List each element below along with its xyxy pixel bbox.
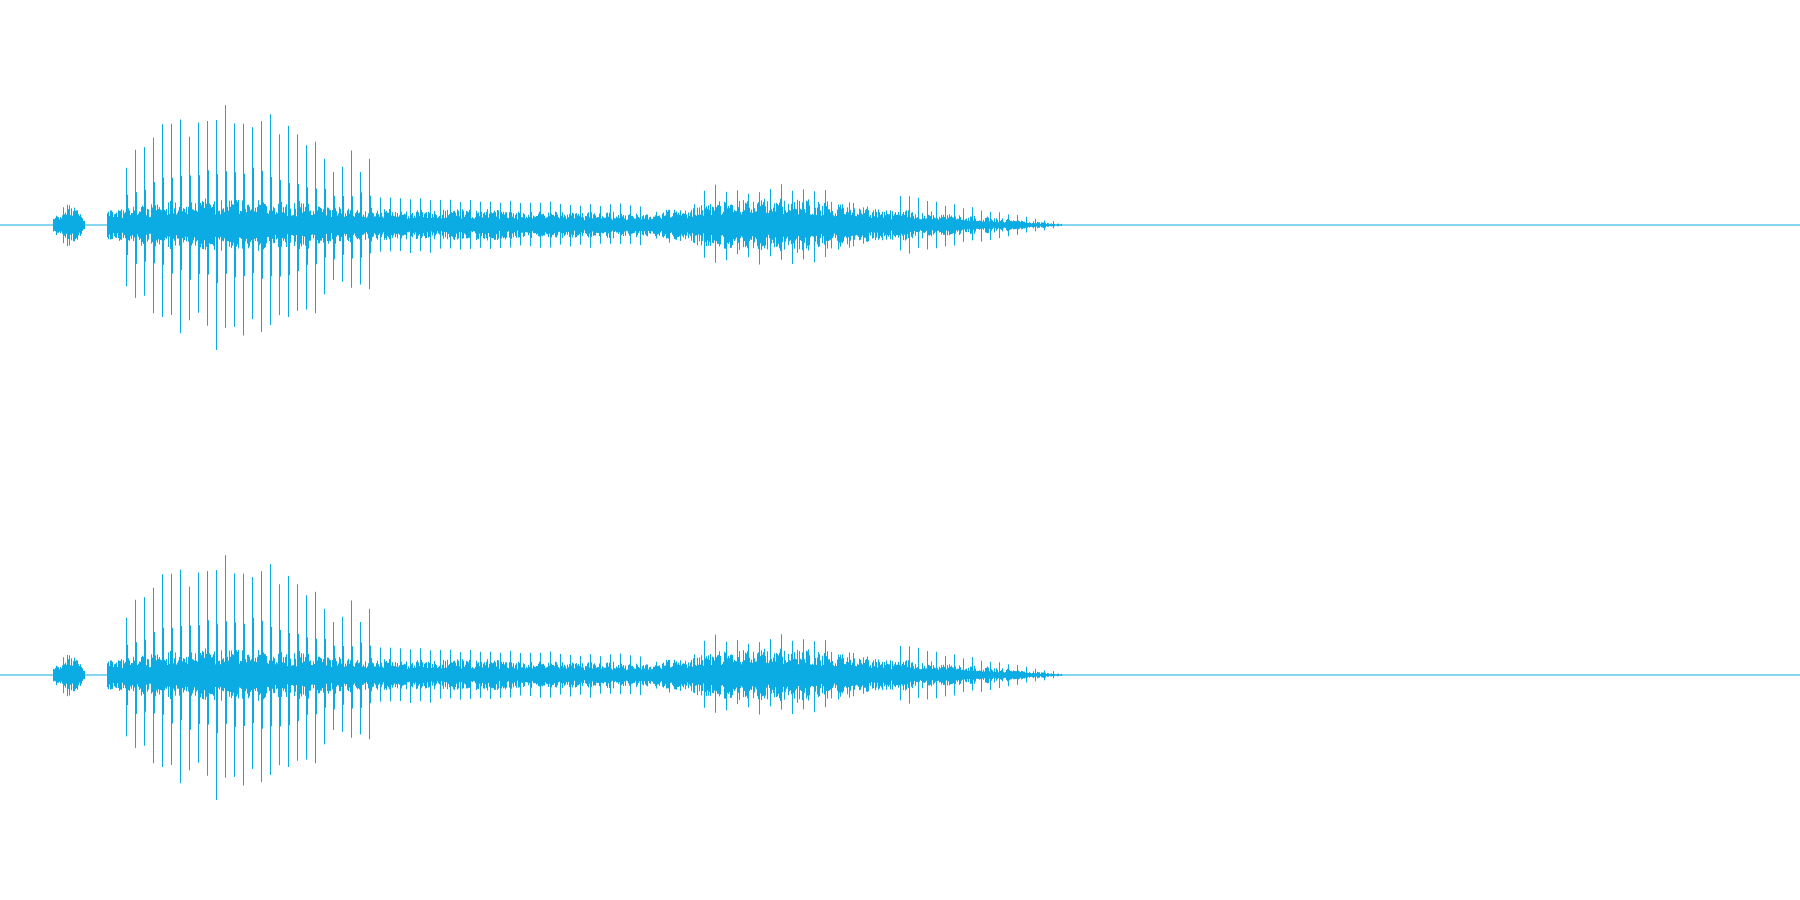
waveform-samples bbox=[53, 555, 1062, 800]
waveform-channel-1 bbox=[0, 105, 1800, 350]
waveform-samples bbox=[53, 105, 1062, 350]
waveform-channel-2 bbox=[0, 555, 1800, 800]
